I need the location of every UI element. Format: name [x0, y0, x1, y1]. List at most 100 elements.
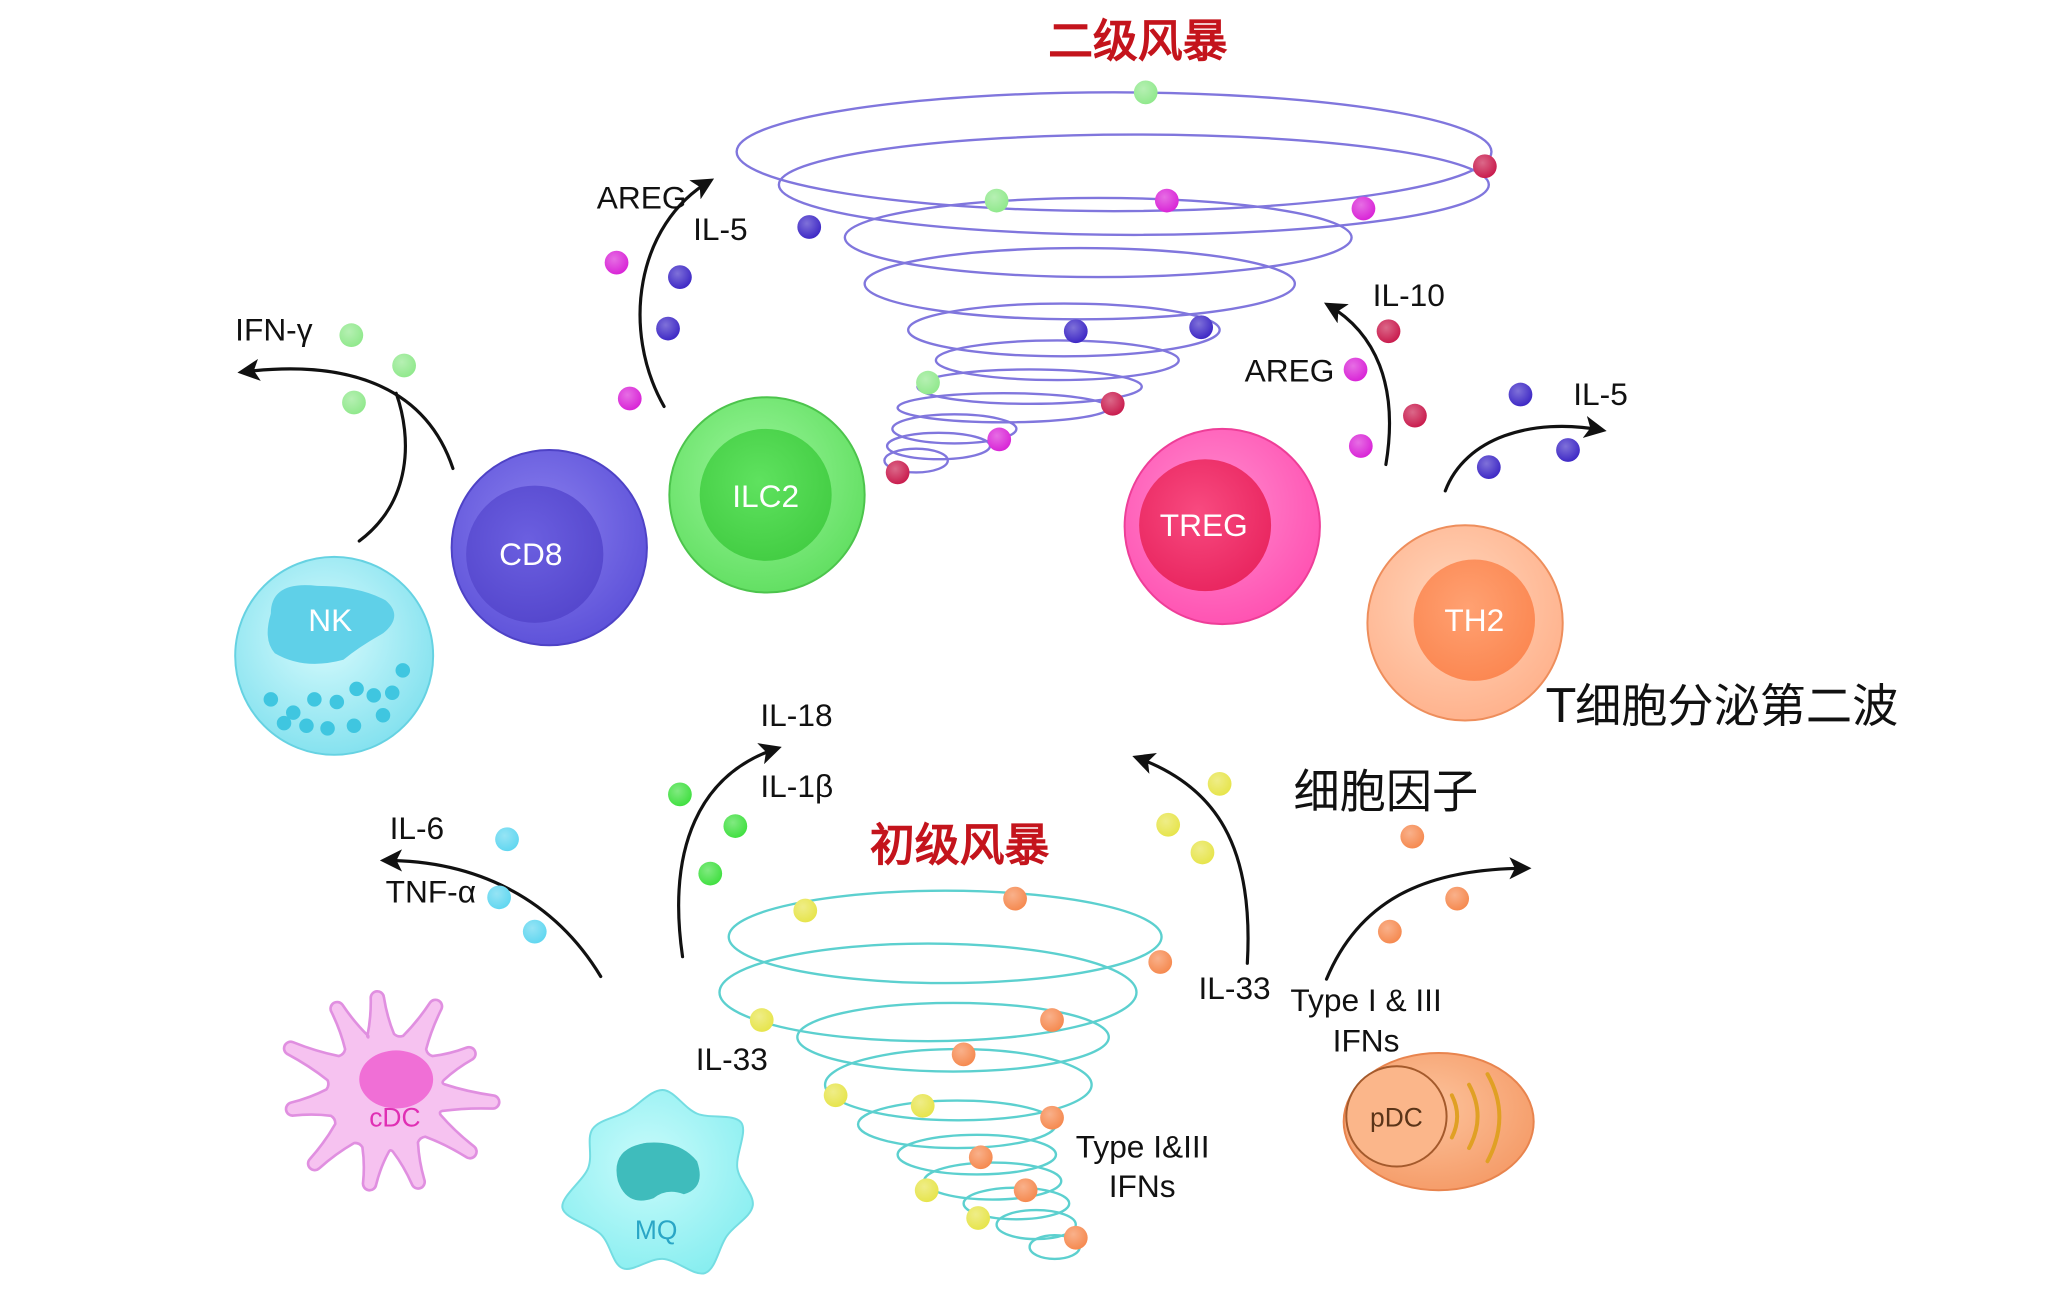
il5-label-th2: IL-5: [1573, 376, 1628, 412]
tornado-ring: [885, 431, 992, 461]
nk-nucleus: [267, 585, 395, 664]
nk-granule: [395, 663, 411, 678]
cytokine-dot: [914, 1178, 939, 1203]
cd8-nucleus: [466, 485, 604, 623]
il33-label-right: IL-33: [1199, 970, 1271, 1006]
cd8-cell: CD8: [450, 448, 648, 647]
nk-granule: [384, 685, 400, 701]
cytokine-dot: [698, 861, 723, 886]
cytokine-dot: [885, 460, 910, 485]
cdc-nucleus: [359, 1050, 434, 1109]
tornado-ring: [891, 413, 1018, 445]
nk-granule: [276, 715, 292, 731]
cytokine-dot: [1013, 1178, 1038, 1203]
cytokine-dot: [342, 390, 366, 415]
treg-label: TREG: [1160, 507, 1248, 543]
cytokine-dot: [1148, 950, 1173, 974]
storm-ifns-label-line1: Type I&III: [1076, 1128, 1210, 1164]
cytokine-caption: 细胞因子: [1294, 765, 1479, 819]
cytokine-dot: [987, 427, 1012, 452]
pdc-nucleus: [1345, 1065, 1448, 1168]
cytokine-dot: [656, 316, 680, 341]
cd8-ifn-arrow: [237, 358, 455, 471]
il10-label: IL-10: [1373, 277, 1445, 313]
cytokine-dot: [604, 250, 629, 275]
tornado-ring: [718, 942, 1138, 1043]
cytokine-dot: [1476, 455, 1501, 480]
il5-label-ilc2: IL-5: [693, 211, 748, 247]
cytokine-dot: [522, 919, 547, 944]
nk-granule: [349, 681, 364, 697]
cytokine-dot: [1400, 824, 1425, 849]
nk-granule: [299, 718, 314, 734]
th2-cell: TH2: [1366, 524, 1564, 722]
cytokine-dot: [797, 215, 822, 239]
nk-cell: NK: [234, 555, 435, 756]
secondary-storm-title: 二级风暴: [1048, 15, 1228, 68]
nk-granule: [286, 705, 301, 720]
nk-granules: [263, 663, 411, 736]
pdc-label: pDC: [1370, 1103, 1423, 1133]
pdc-signal-arc: [1449, 1093, 1460, 1140]
tornado-ring: [863, 246, 1297, 321]
nk-granule: [366, 688, 382, 703]
cytokine-dot: [1472, 154, 1497, 179]
primary-storm-title: 初级风暴: [870, 818, 1050, 871]
cytokine-dot: [339, 323, 364, 348]
cytokine-dot: [1189, 315, 1214, 340]
mq-nucleus: [616, 1142, 700, 1201]
cytokine-dot: [723, 814, 748, 838]
cytokine-dot: [495, 827, 519, 852]
mq-cell: MQ: [561, 1088, 754, 1275]
cytokine-dot: [1377, 919, 1402, 944]
cytokine-dot: [1003, 886, 1027, 911]
cytokine-dot: [793, 898, 818, 923]
cytokine-dot: [1040, 1008, 1064, 1032]
tornado-ring: [896, 392, 1110, 424]
cytokine-dot: [617, 386, 642, 411]
th2-secretion-arrow: [1443, 416, 1607, 493]
cdc-cell: cDC: [282, 990, 501, 1192]
tornado-ring: [777, 133, 1491, 237]
cytokine-dot: [1343, 357, 1368, 382]
tornado-ring: [727, 889, 1163, 985]
ilc2-secretion-arrow: [638, 178, 715, 409]
th2-nucleus: [1413, 559, 1536, 681]
tornado-ring: [896, 1133, 1058, 1176]
cdc-secretion-arrow: [379, 849, 603, 979]
cytokine-dot: [951, 1042, 976, 1067]
mq-secretion-arrow: [677, 743, 782, 959]
areg-label-ilc2: AREG: [597, 179, 687, 215]
second-wave-caption: T细胞分泌第二波: [1546, 679, 1898, 733]
tornado-ring: [735, 91, 1493, 213]
nk-label: NK: [308, 602, 352, 638]
storm-ifns-label-line2: IFNs: [1109, 1168, 1176, 1204]
cytokine-dot: [984, 188, 1009, 213]
tornado-ring: [907, 302, 1221, 358]
pdc-signal-arc: [1467, 1082, 1480, 1151]
treg-cell: TREG: [1123, 427, 1321, 626]
pdc-ifns-label-line2: IFNs: [1333, 1023, 1400, 1059]
cytokine-dots: [339, 80, 1580, 1250]
treg-nucleus: [1139, 459, 1272, 592]
cytokine-dot: [1508, 382, 1533, 407]
tornado-ring: [922, 1161, 1063, 1201]
nk-granule: [346, 718, 362, 734]
nk-secretion-line: [357, 391, 407, 543]
tornado-ring: [934, 339, 1180, 382]
cytokine-dot: [1133, 80, 1158, 105]
cytokine-dot: [1063, 319, 1088, 344]
cd8-label: CD8: [499, 536, 562, 572]
primary-storm-tornado: [718, 889, 1163, 1261]
mq-label: MQ: [635, 1215, 678, 1245]
th2-label: TH2: [1444, 602, 1504, 638]
pdc-cell: pDC: [1342, 1052, 1535, 1192]
nk-granule: [320, 721, 335, 736]
tornado-ring: [883, 447, 949, 474]
il33-storm-arrow: [1132, 753, 1250, 965]
cytokine-dot: [1040, 1105, 1064, 1130]
tornado-ring: [796, 1001, 1110, 1073]
cytokine-dot: [668, 782, 692, 807]
cytokine-dot: [749, 1008, 774, 1032]
